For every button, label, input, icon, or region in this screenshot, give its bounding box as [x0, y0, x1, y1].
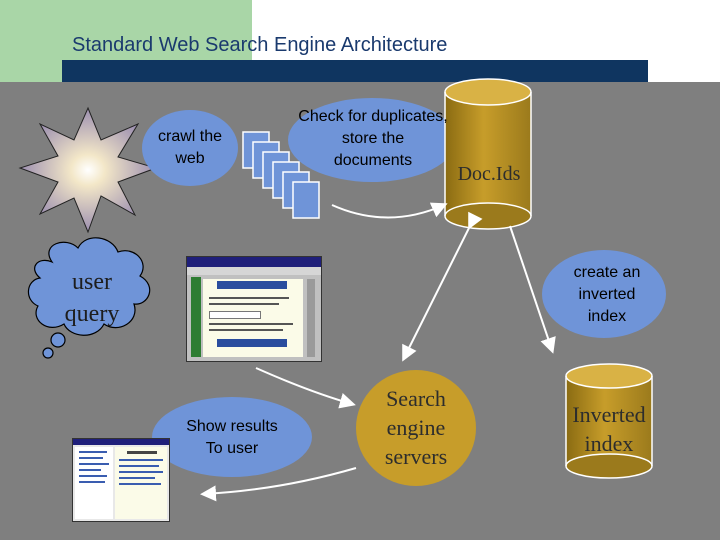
docids-to-index-arrow [509, 225, 556, 354]
crawl-web-label: crawl the web [157, 128, 223, 167]
crawled-documents-stack-icon [242, 131, 320, 219]
inverted-index-database-icon [565, 363, 653, 479]
create-index-label: create an inverted index [573, 264, 641, 325]
title-underline-bar [62, 60, 648, 82]
dedupe-store-node [288, 98, 456, 182]
search-page-screenshot [186, 256, 322, 362]
web-starburst-icon [18, 106, 158, 234]
docids-to-servers-arrow [402, 211, 483, 362]
docids-database-icon [444, 78, 532, 230]
crawl-web-node [142, 110, 238, 186]
docids-label: Doc.Ids [457, 163, 521, 185]
show-results-node [152, 397, 312, 477]
dedupe-store-label: Check for duplicates, store the document… [298, 108, 448, 169]
servers-to-results-arrow [200, 467, 357, 502]
user-query-label: user query [64, 269, 120, 327]
show-results-label: Show results To user [186, 418, 278, 457]
user-query-thought-cloud [27, 237, 151, 359]
store-loop-arrow [331, 202, 448, 219]
results-page-screenshot [72, 438, 170, 522]
search-servers-node [356, 370, 476, 486]
slide-title: Standard Web Search Engine Architecture [72, 34, 448, 56]
create-index-node [542, 250, 666, 338]
search-servers-label: Search engine servers [384, 386, 448, 469]
inverted-index-label: Inverted index [572, 402, 646, 456]
query-to-servers-arrow [255, 367, 356, 409]
